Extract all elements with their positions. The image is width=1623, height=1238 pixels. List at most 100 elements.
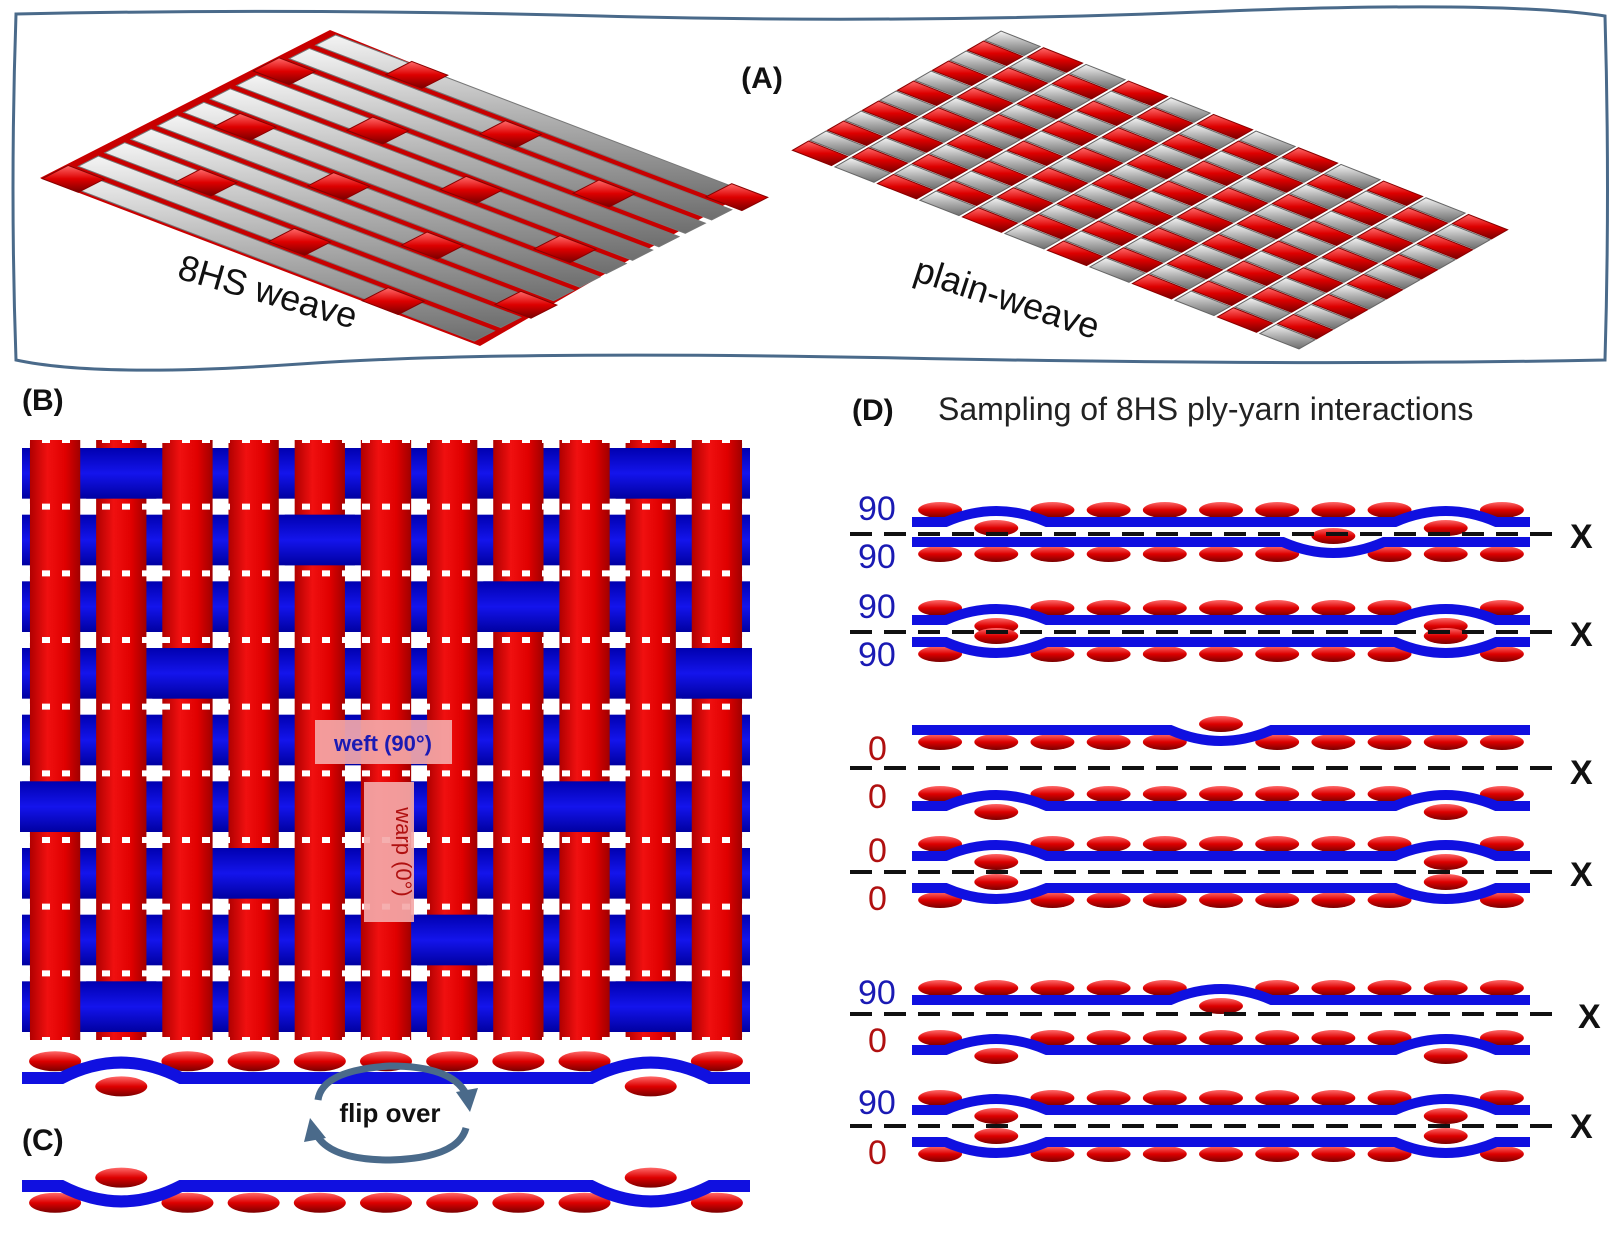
red-yarn — [41, 164, 106, 193]
red-yarn — [1151, 180, 1209, 207]
gray-yarn — [1033, 83, 1092, 110]
warp-cross-section — [918, 1030, 963, 1046]
gray-yarn — [1238, 130, 1297, 157]
red-yarn — [384, 60, 449, 89]
flip-arrow-top — [314, 1062, 470, 1101]
weft-yarn-path — [22, 1180, 750, 1208]
ply-label: 90 — [858, 1084, 896, 1122]
gray-yarn — [843, 110, 902, 137]
weave-8hs-render — [40, 30, 769, 346]
gray-yarn — [1023, 130, 1082, 157]
warp-cross-section — [1311, 734, 1356, 750]
gray-yarn — [1193, 197, 1252, 223]
weft-float — [483, 581, 554, 632]
warp-cross-section — [1030, 1030, 1075, 1046]
red-yarn — [1051, 73, 1109, 100]
warp-cross-section — [558, 1051, 611, 1072]
red-yarn — [876, 173, 934, 200]
gray-yarn — [1048, 157, 1107, 183]
interaction-marker: X — [1570, 616, 1593, 654]
warp-yarn — [493, 440, 544, 1040]
gray-yarn — [988, 150, 1047, 177]
flip-arrow-bottom — [312, 1126, 470, 1164]
red-yarn — [1331, 200, 1389, 227]
red-yarn — [966, 40, 1024, 67]
warp-cross-section — [1479, 600, 1524, 616]
warp-cross-section — [1030, 1146, 1075, 1162]
warp-cross-section — [1199, 998, 1243, 1014]
gray-yarn — [1278, 230, 1337, 257]
red-yarn — [1016, 93, 1074, 120]
red-yarn — [1271, 193, 1329, 220]
warp-yarn — [559, 440, 610, 1040]
warp-cross-section — [1255, 646, 1300, 662]
warp-cross-section — [1255, 980, 1300, 996]
red-yarn — [981, 113, 1039, 140]
warp-cross-section — [1423, 1108, 1468, 1124]
warp-cross-section — [293, 1192, 346, 1213]
ply-label: 0 — [868, 778, 887, 816]
red-yarn — [1201, 233, 1259, 260]
warp-cross-section — [690, 1192, 743, 1213]
warp-cross-section — [1142, 1146, 1187, 1162]
warp-cross-section — [1086, 734, 1131, 750]
ply-label: 0 — [868, 1134, 887, 1172]
gray-yarn — [1083, 137, 1142, 163]
warp-cross-section — [1086, 1030, 1131, 1046]
weft-yarn-path — [912, 790, 1530, 811]
gray-yarn — [1218, 223, 1277, 250]
gray-yarn — [1338, 237, 1397, 263]
red-yarn — [251, 57, 317, 86]
warp-yarn — [228, 440, 279, 1040]
ply-label: 0 — [868, 832, 887, 870]
weave-plain-render — [791, 30, 1509, 350]
warp-cross-section — [29, 1051, 82, 1072]
gray-yarn — [1348, 190, 1407, 217]
red-yarn — [1416, 233, 1474, 260]
gray-yarn — [1433, 223, 1492, 250]
gray-yarn — [868, 137, 927, 163]
red-yarn — [1136, 107, 1194, 133]
gray-yarn — [918, 190, 977, 217]
warp-cross-section — [974, 874, 1019, 890]
warp-cross-section — [1030, 600, 1075, 616]
warp-yarns — [22, 437, 750, 1043]
ply-label: 0 — [868, 880, 887, 918]
red-yarn — [1081, 220, 1139, 247]
warp-cross-section — [1423, 1128, 1468, 1144]
ply-label: 90 — [858, 490, 896, 528]
gray-yarn — [1013, 177, 1072, 203]
red-yarn — [1321, 247, 1379, 273]
warp-cross-section — [293, 1051, 346, 1072]
red-yarn — [1346, 273, 1404, 300]
warp-yarn — [29, 440, 81, 1040]
gray-yarn — [913, 70, 972, 97]
warp-cross-section — [1030, 980, 1075, 996]
warp-cross-section — [918, 1090, 963, 1106]
warp-cross-section — [1423, 874, 1468, 890]
gray-yarn — [1173, 290, 1232, 317]
weft-label: weft (90°) — [333, 731, 432, 756]
weft-float — [681, 648, 752, 699]
warp-cross-section — [974, 546, 1019, 562]
warp-cross-section — [1142, 1030, 1187, 1046]
red-yarn — [1126, 153, 1184, 180]
warp-cross-section — [1367, 836, 1412, 852]
warp-cross-section — [1142, 600, 1187, 616]
red-yarn — [826, 120, 884, 147]
caption-plain-weave: plain-weave — [910, 249, 1105, 347]
warp-cross-section — [1199, 502, 1243, 518]
gray-yarn — [1038, 203, 1097, 230]
warp-cross-section — [1030, 734, 1075, 750]
red-yarn — [1276, 313, 1334, 340]
warp-cross-section — [1423, 854, 1468, 870]
warp-cross-section — [918, 1146, 963, 1162]
warp-cross-section — [918, 786, 963, 802]
gray-yarn — [1323, 163, 1382, 190]
red-yarn — [1111, 80, 1169, 107]
gray-yarn — [1008, 57, 1067, 83]
warp-cross-section — [918, 600, 963, 616]
ply-cross-sections — [850, 502, 1556, 1162]
warp-cross-section — [1311, 1030, 1356, 1046]
red-yarn — [1031, 167, 1089, 193]
